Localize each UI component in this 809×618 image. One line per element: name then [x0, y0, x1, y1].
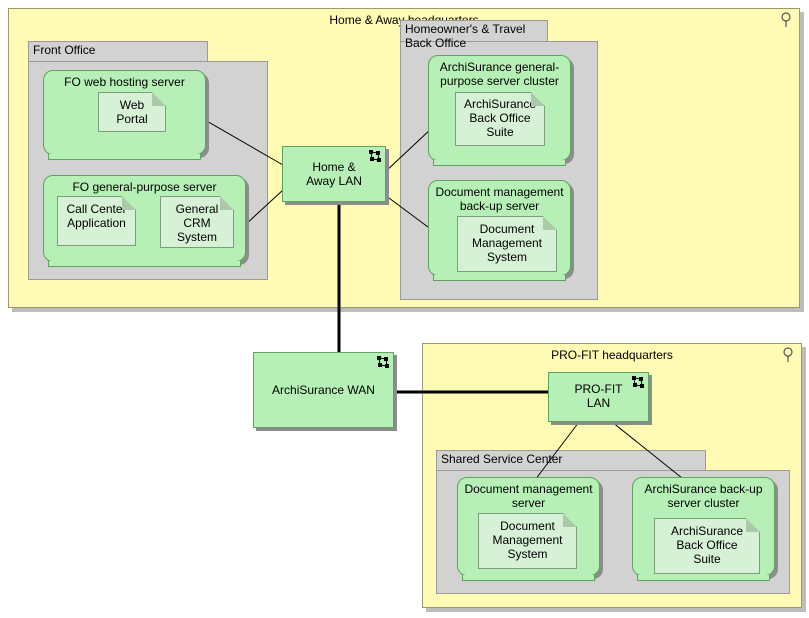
network-icon	[369, 150, 381, 162]
group-tab-front-office: Front Office	[28, 41, 208, 62]
node-base	[48, 154, 201, 160]
node-base	[637, 575, 770, 581]
node-title: ArchiSurance general-purpose server clus…	[439, 60, 560, 88]
location-title: PRO-FIT headquarters	[551, 348, 673, 362]
link-profit-docserver	[534, 421, 580, 481]
location-pin-icon	[783, 347, 793, 362]
node-base	[433, 160, 566, 166]
group-label: Shared Service Center	[441, 452, 563, 466]
link-lan-cluster	[384, 127, 433, 173]
link-web-lan	[204, 119, 284, 166]
location-pin-icon	[781, 12, 791, 27]
group-label: Front Office	[33, 43, 96, 57]
node-title: FO web hosting server	[64, 75, 185, 89]
network-icon	[377, 356, 389, 368]
node-base	[462, 575, 595, 581]
node-base	[48, 261, 241, 267]
node-base	[433, 275, 566, 281]
link-lan-docbackup	[384, 194, 433, 231]
network-home-away-lan[interactable]: Home &Away LAN	[282, 146, 386, 202]
network-archi-wan[interactable]: ArchiSurance WAN	[253, 352, 394, 428]
node-title: FO general-purpose server	[72, 180, 217, 194]
group-tab-shared-service: Shared Service Center	[436, 450, 706, 471]
group-tab-homeowners	[400, 20, 548, 42]
link-general-lan	[244, 189, 284, 226]
link-profit-backup	[611, 421, 683, 479]
network-icon	[632, 376, 644, 388]
